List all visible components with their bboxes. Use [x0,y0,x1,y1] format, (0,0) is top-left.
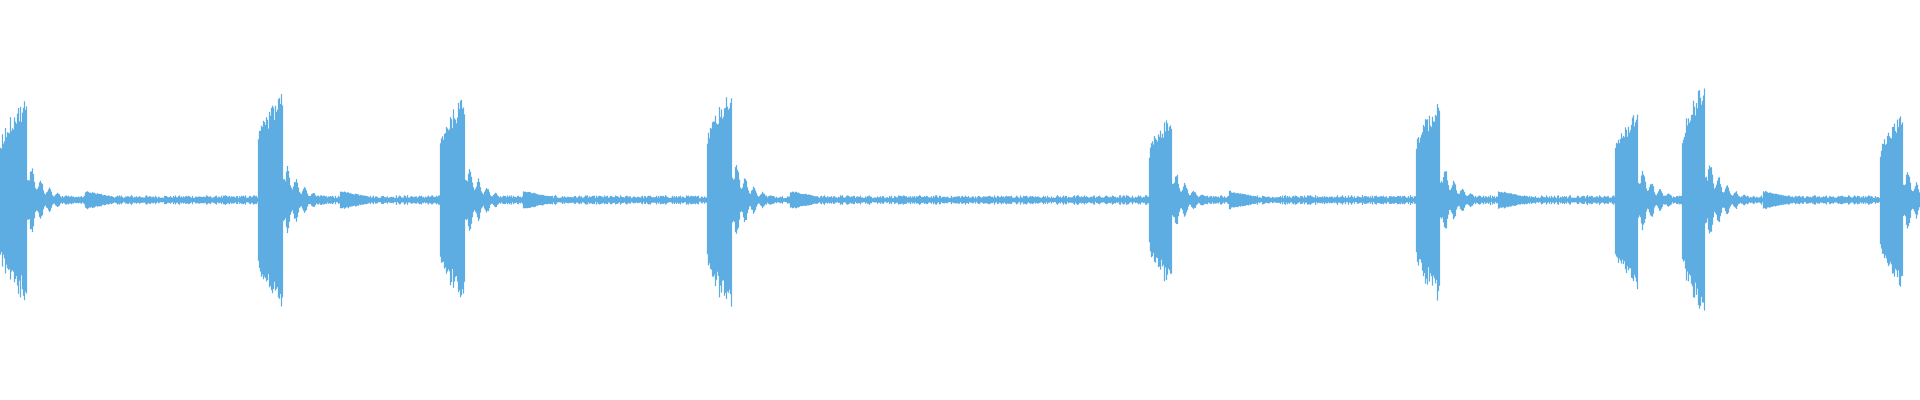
waveform-trace [0,88,1920,311]
